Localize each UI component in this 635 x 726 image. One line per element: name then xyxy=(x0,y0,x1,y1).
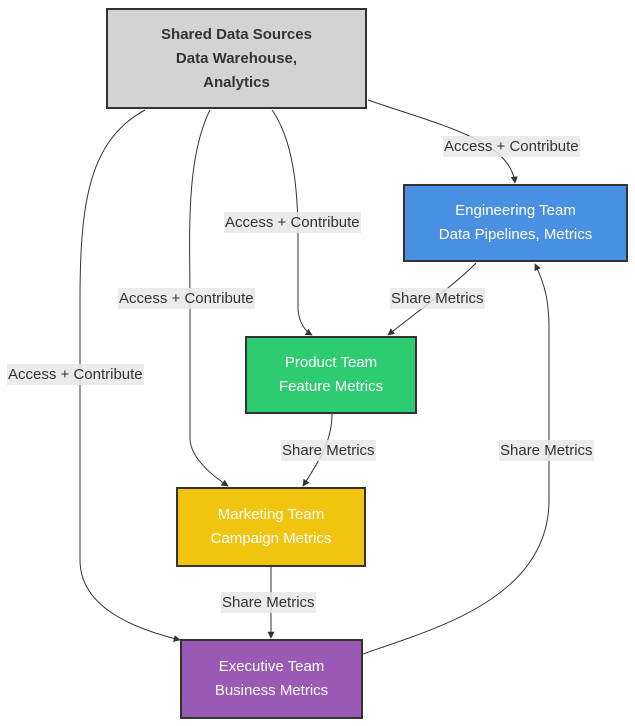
edge-label-product-to-marketing: Share Metrics xyxy=(281,440,376,461)
edge-shared-to-engineering xyxy=(367,99,518,184)
node-executive-line1: Executive Team xyxy=(218,658,325,675)
edge-shared-to-product xyxy=(271,109,313,336)
edge-shared-to-executive xyxy=(79,109,181,642)
edge-label-shared-to-marketing: Access + Contribute xyxy=(118,288,255,309)
node-shared-line2: Data Warehouse, xyxy=(175,49,298,67)
edge-executive-to-engineering xyxy=(362,263,550,655)
node-product-line2: Feature Metrics xyxy=(278,378,384,395)
node-executive-team: Executive Team Business Metrics xyxy=(180,639,363,719)
edge-label-engineering-to-product: Share Metrics xyxy=(390,288,485,309)
node-engineering-line1: Engineering Team xyxy=(455,202,576,219)
edge-shared-to-marketing xyxy=(189,109,229,487)
node-engineering-line2: Data Pipelines, Metrics xyxy=(438,226,593,243)
node-engineering-team: Engineering Team Data Pipelines, Metrics xyxy=(403,184,628,262)
node-executive-line2: Business Metrics xyxy=(214,682,329,699)
edge-label-shared-to-product: Access + Contribute xyxy=(224,212,361,233)
node-marketing-line2: Campaign Metrics xyxy=(210,530,332,547)
edge-label-shared-to-executive: Access + Contribute xyxy=(7,364,144,385)
node-product-team: Product Team Feature Metrics xyxy=(245,336,417,414)
node-shared-line1: Shared Data Sources xyxy=(161,25,312,43)
edge-label-shared-to-engineering: Access + Contribute xyxy=(443,136,580,157)
node-marketing-line1: Marketing Team xyxy=(217,506,325,523)
node-product-line1: Product Team xyxy=(284,354,378,371)
edge-label-executive-to-engineering: Share Metrics xyxy=(499,440,594,461)
node-marketing-team: Marketing Team Campaign Metrics xyxy=(176,487,366,567)
node-shared-data-sources: Shared Data Sources Data Warehouse, Anal… xyxy=(106,8,367,109)
edge-label-marketing-to-executive: Share Metrics xyxy=(221,592,316,613)
node-shared-line3: Analytics xyxy=(203,73,270,91)
